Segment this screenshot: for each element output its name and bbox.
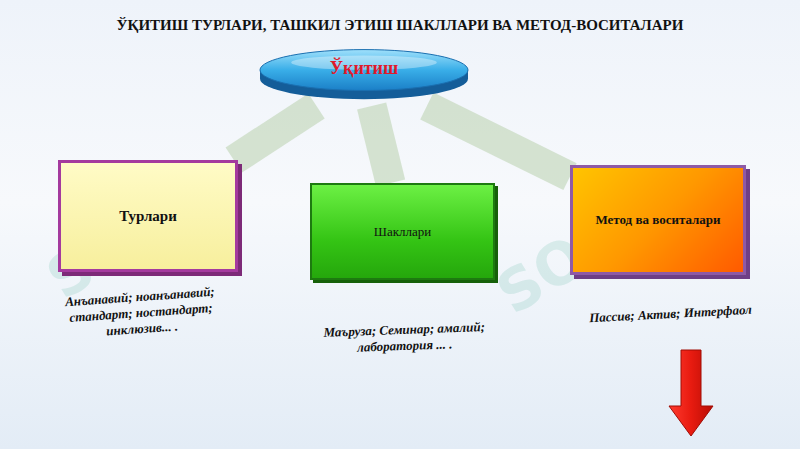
diagram-title: ЎҚИТИШ ТУРЛАРИ, ТАШКИЛ ЭТИШ ШАКЛЛАРИ ВА … <box>0 17 800 34</box>
category-box: Метод ва воситалариПассив; Актив; Интерф… <box>570 165 746 275</box>
category-box: ТурлариАнъанавий; ноанъанавий; стандарт;… <box>58 160 238 272</box>
node-heading: Турлари <box>61 163 235 269</box>
node-description: Маъруза; Семинар; амалий; лаборатория ..… <box>294 318 516 358</box>
down-arrow <box>669 350 713 436</box>
light-beam-connector <box>427 106 570 177</box>
node-description: Анъанавий; ноанъанавий; стандарт; ностан… <box>38 282 245 344</box>
category-box: ШакллариМаъруза; Семинар; амалий; лабора… <box>310 183 495 280</box>
node-description: Пассив; Актив; Интерфаол <box>573 301 769 327</box>
node-heading: Шакллари <box>312 185 493 278</box>
light-beam-connector <box>372 106 391 183</box>
root-disk: Ўқитиш <box>258 44 470 106</box>
node-heading: Ўқитиш <box>258 37 470 99</box>
light-beam-connector <box>234 106 317 160</box>
node-heading: Метод ва воситалари <box>573 168 743 272</box>
